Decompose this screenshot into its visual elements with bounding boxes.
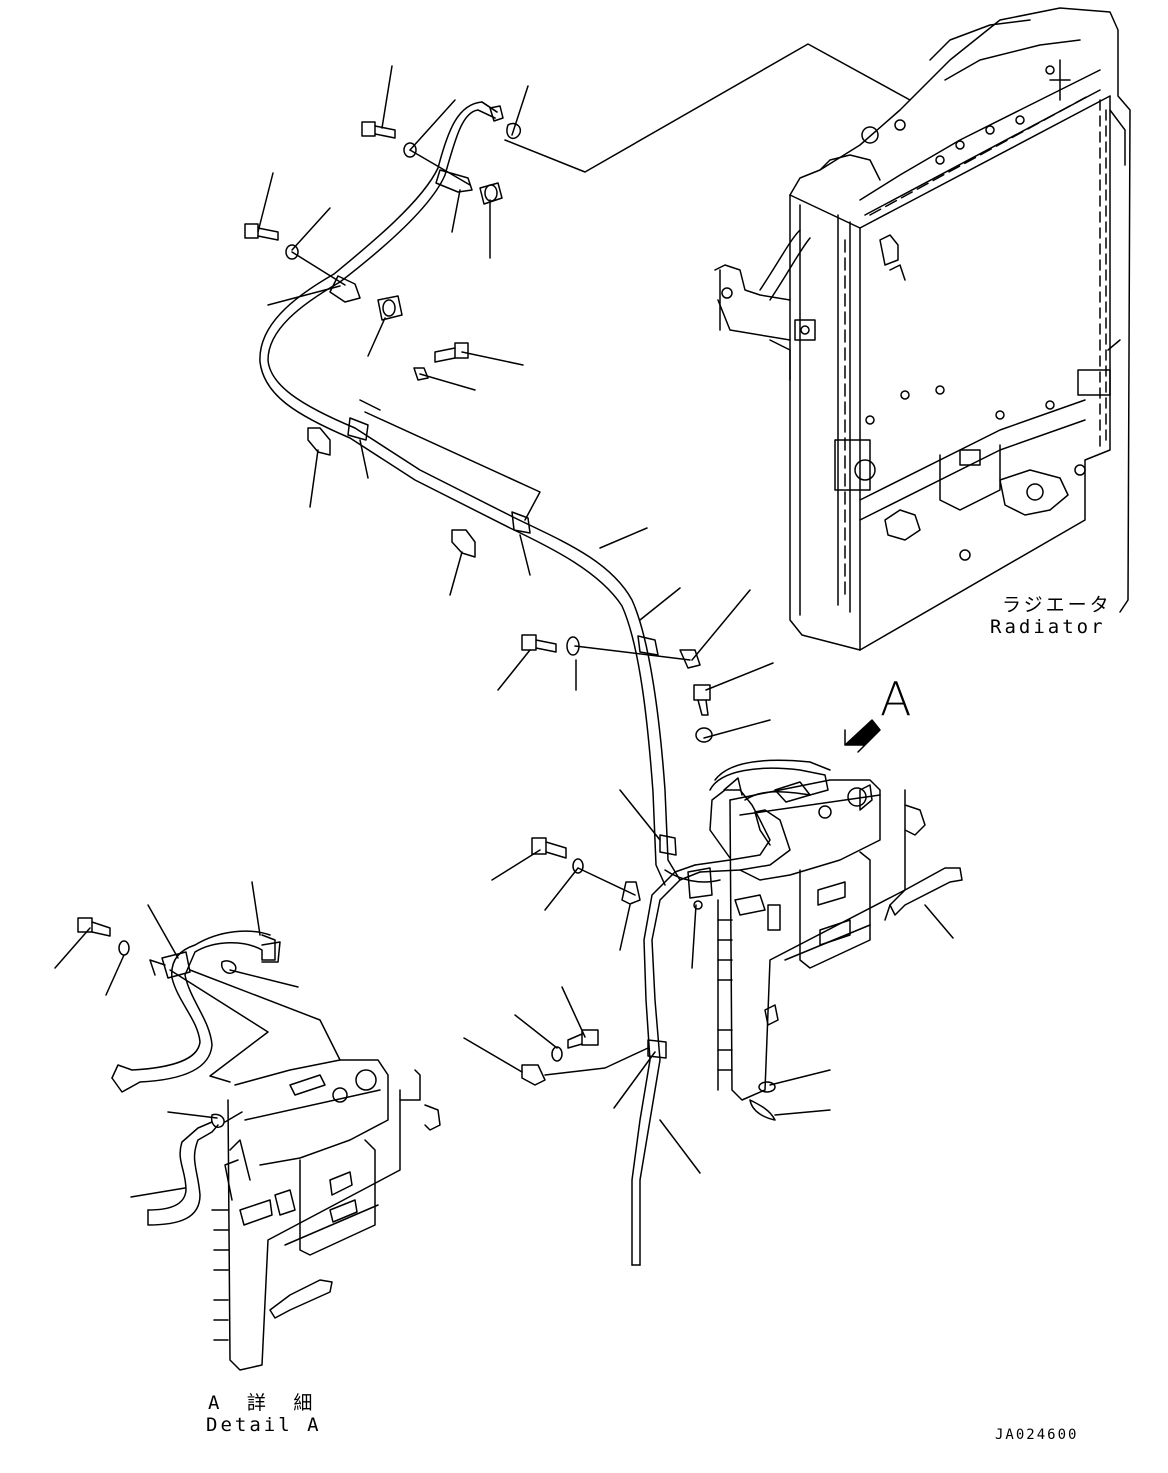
view-a-arrow xyxy=(845,720,880,752)
hose-upper-routing xyxy=(260,102,680,885)
drawing-code: JA024600 xyxy=(995,1427,1079,1443)
radiator-assembly xyxy=(715,8,1130,650)
detail-a-label-en: Detail A xyxy=(206,1414,322,1436)
detail-a-label-jp: A 詳 細 xyxy=(208,1392,321,1414)
reserve-tank xyxy=(718,780,962,1120)
radiator-label-jp: ラジエータ xyxy=(1002,594,1112,616)
leader-lines xyxy=(258,66,953,1173)
detail-a-view xyxy=(55,882,440,1370)
view-a-marker: A xyxy=(880,672,912,726)
fasteners xyxy=(245,122,712,1085)
radiator-label-en: Radiator xyxy=(990,616,1106,638)
hose-overflow xyxy=(632,760,830,1265)
leader-radiator xyxy=(505,44,910,172)
